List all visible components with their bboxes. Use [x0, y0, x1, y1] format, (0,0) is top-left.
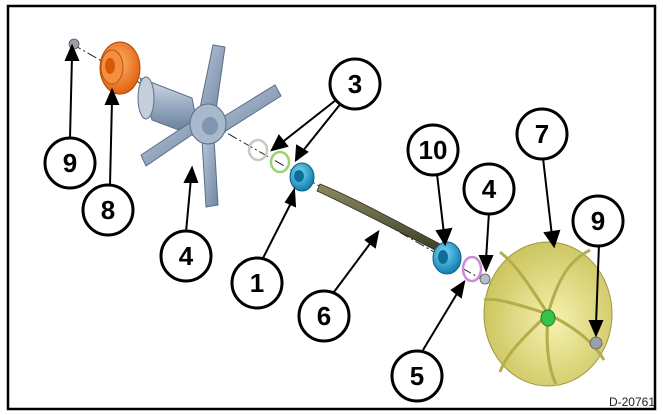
- callout-label: 6: [317, 301, 331, 331]
- callout-label: 7: [535, 119, 549, 149]
- callout-label: 3: [348, 69, 362, 99]
- callout-label: 4: [179, 241, 194, 271]
- impeller-part-7: [483, 241, 613, 387]
- callout-label: 9: [63, 148, 77, 178]
- callout-7: 7: [515, 107, 569, 161]
- callout-8: 8: [81, 183, 135, 237]
- callout-1: 1: [230, 256, 284, 310]
- shaft-part-6: [316, 183, 441, 252]
- callout-4-washer: 4: [462, 162, 516, 216]
- washer-part-4: [479, 273, 491, 285]
- callout-label: 1: [250, 268, 264, 298]
- coupling-part-8: [99, 41, 141, 95]
- callout-label: 4: [482, 174, 497, 204]
- callout-6: 6: [297, 289, 351, 343]
- o-ring-part-5: [461, 255, 483, 283]
- callout-3: 3: [328, 57, 382, 111]
- leader-arrows: [64, 43, 604, 351]
- o-rings-part-3: [247, 138, 291, 174]
- callout-4-spider: 4: [159, 229, 213, 283]
- outer-border: [6, 4, 657, 411]
- callout-label: 10: [419, 135, 448, 165]
- nut-part-9-right: [589, 336, 603, 350]
- bearing-part-1: [289, 162, 315, 192]
- callout-9-right: 9: [571, 194, 625, 248]
- spider-bracket-part-4: [137, 44, 282, 208]
- callout-label: 5: [410, 361, 424, 391]
- callout-label: 8: [101, 195, 115, 225]
- callout-5: 5: [390, 349, 444, 403]
- callout-10: 10: [406, 123, 460, 177]
- figure-code-label: D-20761: [608, 395, 655, 409]
- callout-label: 9: [591, 206, 605, 236]
- bearing-part-10: [432, 241, 462, 275]
- callout-9-left: 9: [43, 136, 97, 190]
